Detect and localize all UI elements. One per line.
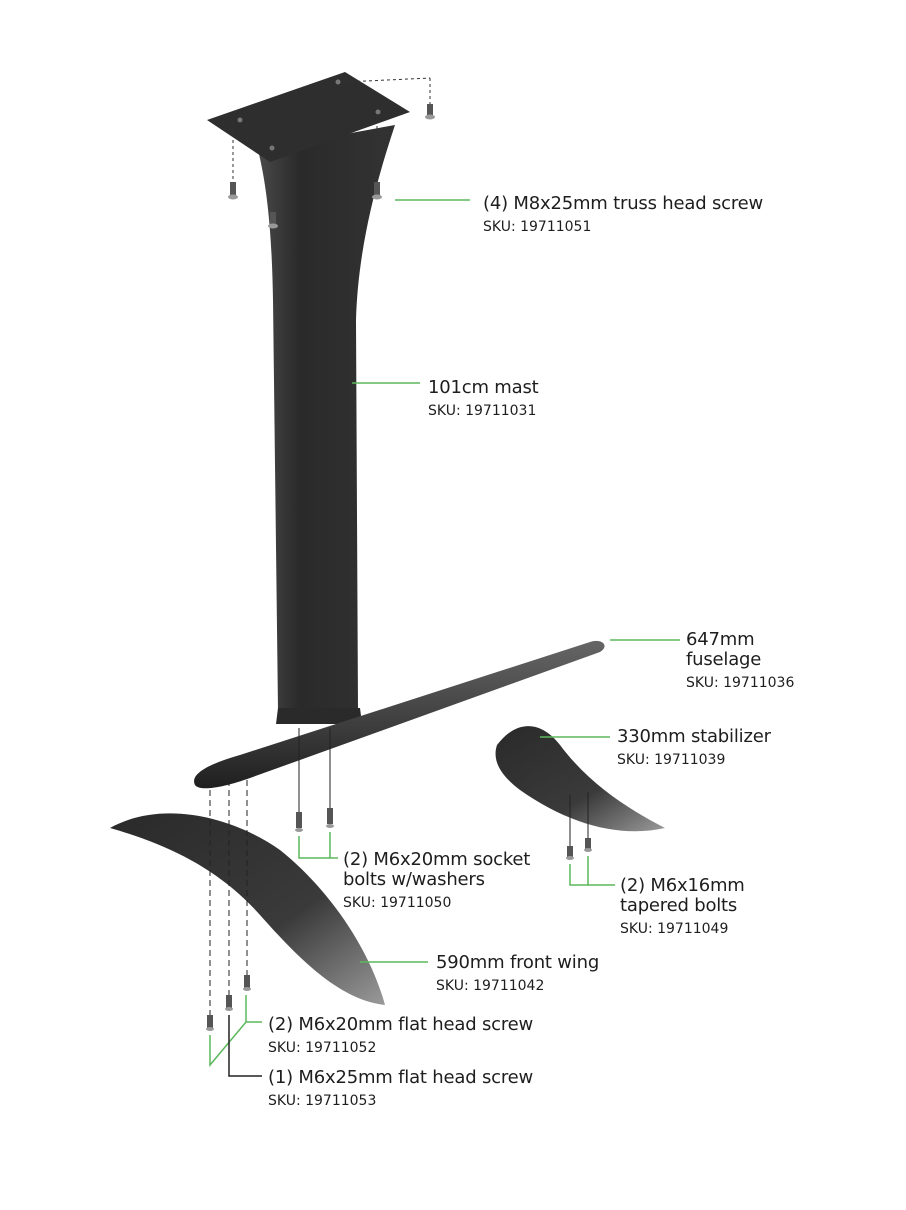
truss-screws (232, 77, 431, 182)
part-sku: SKU: 19711039 (617, 752, 726, 768)
part-name-line2: tapered bolts (620, 895, 738, 916)
part-sku: SKU: 19711042 (436, 978, 545, 994)
bolt-guides (209, 728, 589, 1015)
part-sku: SKU: 19711036 (686, 675, 795, 691)
part-sku: SKU: 19711050 (343, 895, 452, 911)
part-name-line1: 647mm (686, 629, 755, 650)
label-truss-screw: (4) M8x25mm truss head screw SKU: 197110… (483, 194, 763, 237)
part-sku: SKU: 19711049 (620, 921, 729, 937)
part-name: (1) M6x25mm flat head screw (268, 1067, 534, 1088)
part-sku: SKU: 19711031 (428, 403, 537, 419)
label-tapered-bolts: (2) M6x16mm tapered bolts SKU: 19711049 (620, 876, 745, 939)
label-flat-head-20: (2) M6x20mm flat head screw SKU: 1971105… (268, 1015, 533, 1058)
part-name: (4) M8x25mm truss head screw (483, 193, 764, 214)
part-sku: SKU: 19711052 (268, 1040, 377, 1056)
part-name-line2: fuselage (686, 649, 762, 670)
leader-line-black (228, 1015, 262, 1077)
part-name-line1: (2) M6x16mm (620, 875, 745, 896)
truss-screw-icons (228, 104, 435, 229)
stabilizer (495, 726, 665, 832)
part-name: 330mm stabilizer (617, 726, 771, 747)
label-mast: 101cm mast SKU: 19711031 (428, 378, 539, 421)
part-sku: SKU: 19711051 (483, 219, 592, 235)
mast (207, 72, 410, 724)
part-name: (2) M6x20mm flat head screw (268, 1014, 534, 1035)
part-name: 590mm front wing (436, 952, 600, 973)
fuselage (194, 640, 605, 789)
label-stabilizer: 330mm stabilizer SKU: 19711039 (617, 727, 771, 770)
leader-lines (209, 199, 680, 1068)
label-fuselage: 647mm fuselage SKU: 19711036 (686, 630, 794, 693)
label-flat-head-25: (1) M6x25mm flat head screw SKU: 1971105… (268, 1068, 533, 1111)
part-name-line2: bolts w/washers (343, 869, 485, 890)
mast-top-plate (207, 72, 410, 162)
bolt-icons (206, 808, 592, 1031)
part-name-line1: (2) M6x20mm socket (343, 849, 531, 870)
front-wing (110, 813, 385, 1005)
label-front-wing: 590mm front wing SKU: 19711042 (436, 953, 599, 996)
part-name: 101cm mast (428, 377, 539, 398)
label-socket-bolts: (2) M6x20mm socket bolts w/washers SKU: … (343, 850, 530, 913)
part-sku: SKU: 19711053 (268, 1093, 377, 1109)
